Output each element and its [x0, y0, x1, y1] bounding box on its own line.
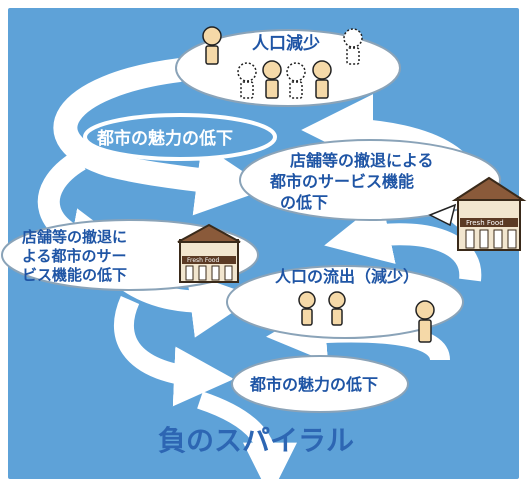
spiral-arrow-1 — [53, 58, 269, 216]
stage-ellipse-attraction-decline-2 — [231, 355, 409, 413]
stage-ellipse-service-decline-1 — [239, 139, 501, 221]
stage-label-outflow: 人口の流出（減少） — [275, 267, 419, 286]
stage-ellipse-attraction-decline-1 — [83, 113, 277, 161]
shop-building-right: Fresh Food — [428, 176, 527, 251]
stage-label-service-decline-2-line3: ビス機能の低下 — [22, 266, 127, 284]
stage-label-service-decline-1-line3: の低下 — [280, 193, 328, 212]
shop-sign-right: Fresh Food — [466, 219, 504, 227]
stage-label-attraction-decline-2: 都市の魅力の低下 — [249, 375, 378, 394]
people-figures-outflow — [298, 291, 435, 343]
stage-label-service-decline-1-line1: 店舗等の撤退による — [290, 151, 434, 170]
stage-label-attraction-decline-1: 都市の魅力の低下 — [96, 128, 233, 149]
spiral-arrow-5 — [324, 199, 482, 282]
stage-label-service-decline-1-line2: 都市のサービス機能 — [269, 172, 414, 191]
spiral-arrow-8 — [197, 391, 297, 487]
diagram-title: 負のスパイラル — [158, 424, 354, 457]
stage-label-service-decline-2-line2: よる都市のサー — [22, 247, 127, 265]
shop-sign-left: Fresh Food — [187, 257, 219, 264]
shop-building-left: Fresh Food — [177, 223, 241, 283]
stage-label-population-decline: 人口減少 — [252, 33, 320, 54]
people-figures-top — [202, 26, 363, 99]
spiral-arrow-6 — [114, 295, 234, 407]
stage-label-service-decline-2-line1: 店舗等の撤退に — [22, 228, 127, 246]
